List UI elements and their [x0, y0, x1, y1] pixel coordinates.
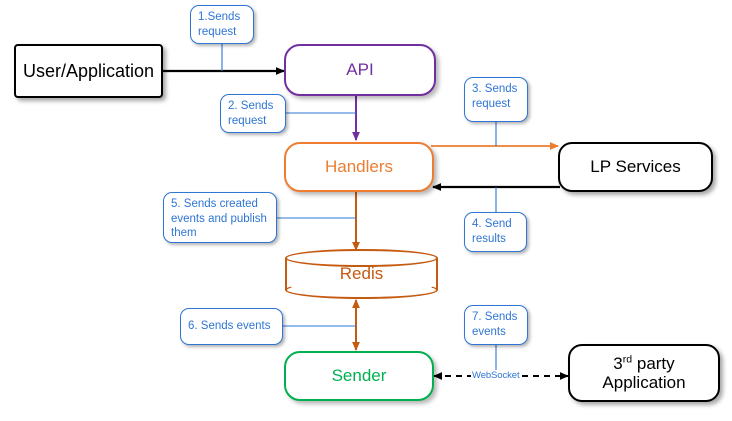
third-party-line2: Application — [602, 373, 686, 392]
node-sender-label: Sender — [331, 366, 387, 386]
redis-cylinder-top — [285, 249, 438, 267]
note-step-4[interactable]: 4. Send results — [464, 212, 527, 252]
node-redis[interactable]: Redis — [285, 249, 438, 299]
note-step-7[interactable]: 7. Sends events — [464, 305, 528, 345]
note-step-1[interactable]: 1.Sends request — [190, 5, 254, 44]
third-party-prefix: 3 — [613, 353, 623, 373]
node-third-party-application[interactable]: 3rd party Application — [568, 344, 720, 402]
node-redis-label: Redis — [339, 264, 384, 283]
third-party-ordinal-suffix: rd — [622, 353, 633, 366]
node-third-party-application-label: 3rd party Application — [602, 353, 686, 392]
note-step-5[interactable]: 5. Sends created events and publish them — [163, 192, 277, 243]
note-step-2[interactable]: 2. Sends request — [220, 94, 286, 133]
note-step-6[interactable]: 6. Sends events — [180, 308, 283, 345]
third-party-mid: party — [632, 353, 675, 373]
node-api[interactable]: API — [284, 44, 436, 96]
node-handlers[interactable]: Handlers — [284, 142, 434, 192]
node-handlers-label: Handlers — [324, 157, 394, 177]
node-lp-services-label: LP Services — [590, 157, 681, 177]
node-user-application-label: User/Application — [22, 60, 155, 81]
websocket-edge-label: WebSocket — [471, 370, 521, 381]
node-lp-services[interactable]: LP Services — [558, 142, 713, 192]
node-user-application[interactable]: User/Application — [14, 44, 163, 98]
node-api-label: API — [346, 60, 374, 80]
node-sender[interactable]: Sender — [284, 351, 434, 401]
note-step-3[interactable]: 3. Sends request — [464, 77, 528, 122]
redis-cylinder-bottom — [285, 281, 438, 299]
